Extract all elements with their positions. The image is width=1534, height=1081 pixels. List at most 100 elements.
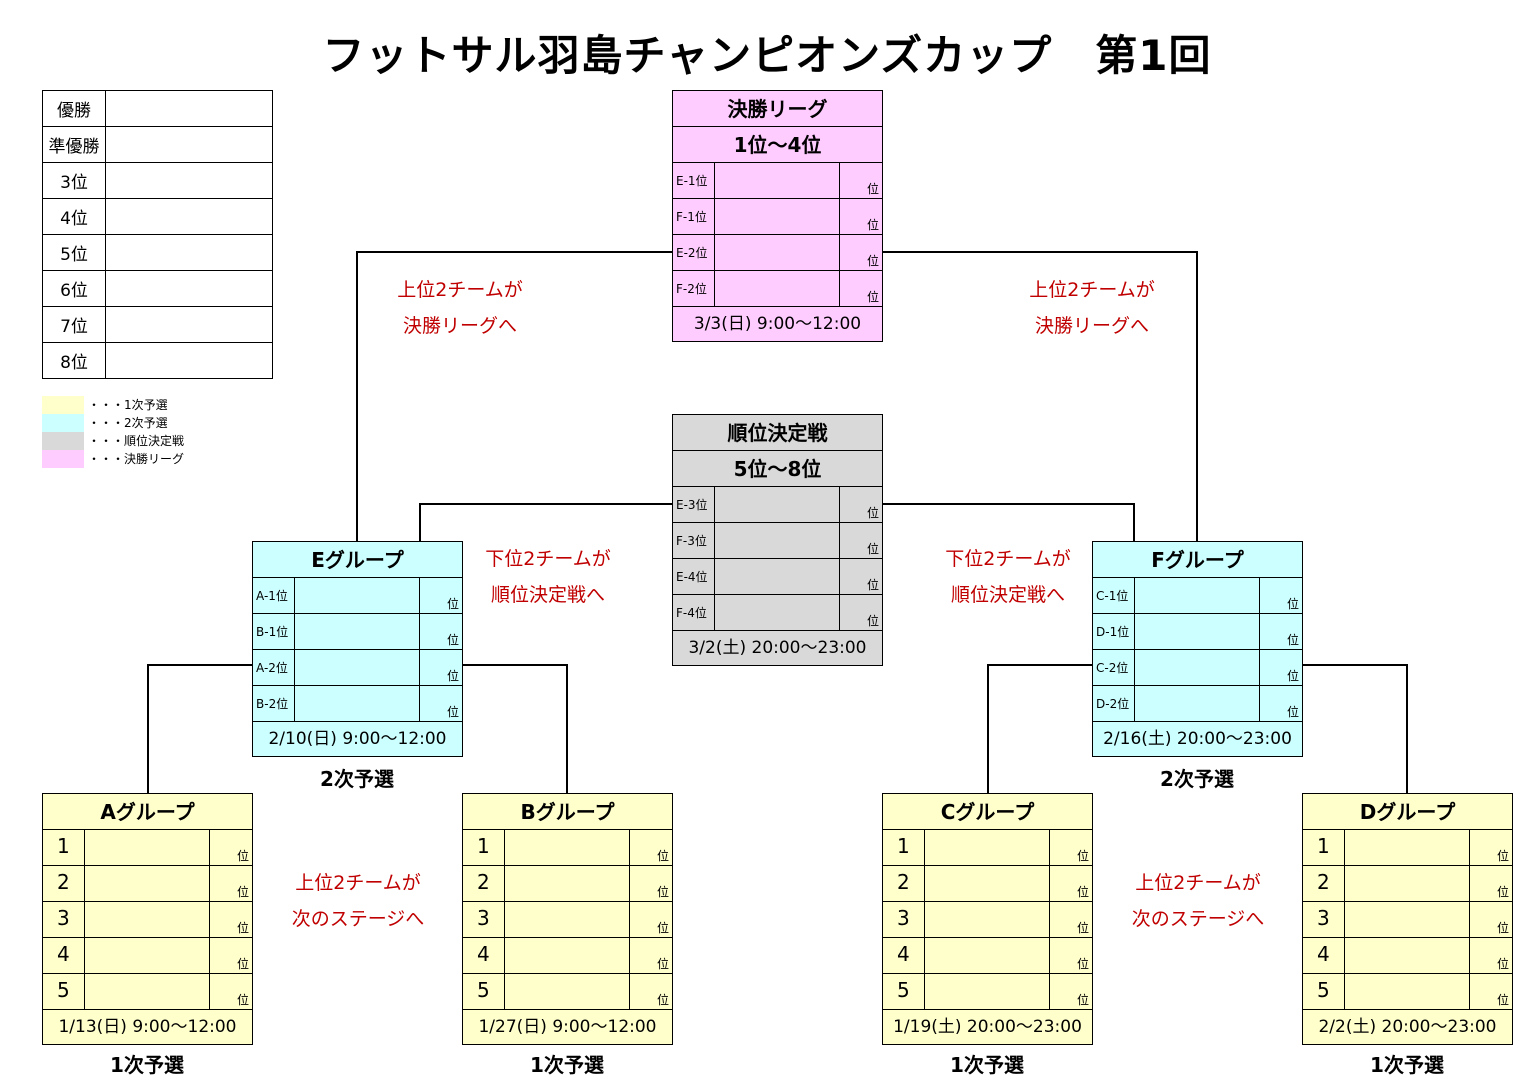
slot-label: 5 [1303,974,1345,1009]
rank-cell[interactable]: 位 [420,578,462,613]
rank-cell[interactable]: 位 [840,163,882,198]
team-name-cell[interactable] [505,830,630,865]
rank-cell[interactable]: 位 [840,559,882,594]
line-placement-right [883,503,1135,541]
rank-cell[interactable]: 位 [630,938,672,973]
rank-cell[interactable]: 位 [1050,830,1092,865]
rank-cell[interactable]: 位 [210,974,252,1009]
rank-suffix: 位 [656,885,669,899]
team-name-cell[interactable] [505,866,630,901]
rank-cell[interactable]: 位 [630,902,672,937]
slot-label: 1 [463,830,505,865]
ranking-row: 7位 [42,306,273,343]
team-name-cell[interactable] [85,902,210,937]
team-name-cell[interactable] [1345,974,1470,1009]
rank-cell[interactable]: 位 [840,235,882,270]
rank-cell[interactable]: 位 [1470,974,1512,1009]
rank-cell[interactable]: 位 [1260,686,1302,721]
rank-cell[interactable]: 位 [840,271,882,306]
rank-cell[interactable]: 位 [840,595,882,630]
rank-cell[interactable]: 位 [1050,866,1092,901]
team-name-cell[interactable] [295,578,420,613]
rank-cell[interactable]: 位 [420,650,462,685]
team-name-cell[interactable] [715,487,840,522]
rank-cell[interactable]: 位 [630,830,672,865]
slot-label-text: F-3位 [676,534,707,548]
team-name-cell[interactable] [1135,650,1260,685]
rank-cell[interactable]: 位 [210,938,252,973]
team-name-cell[interactable] [295,650,420,685]
rank-cell[interactable]: 位 [1260,614,1302,649]
team-name-cell[interactable] [1135,686,1260,721]
team-name-cell[interactable] [1345,830,1470,865]
rank-cell[interactable]: 位 [210,866,252,901]
ranking-team-cell[interactable] [105,306,273,343]
ranking-team-cell[interactable] [105,342,273,379]
rank-cell[interactable]: 位 [840,199,882,234]
team-name-cell[interactable] [715,235,840,270]
slot-label: 4 [43,938,85,973]
team-name-cell[interactable] [925,902,1050,937]
team-name-cell[interactable] [1135,578,1260,613]
rank-cell[interactable]: 位 [210,902,252,937]
ranking-row: 優勝 [42,90,273,127]
rank-cell[interactable]: 位 [420,614,462,649]
rank-cell[interactable]: 位 [1050,974,1092,1009]
slot-label: A-2位 [253,650,295,685]
team-name-cell[interactable] [925,938,1050,973]
rank-cell[interactable]: 位 [1470,866,1512,901]
team-name-cell[interactable] [85,866,210,901]
rank-cell[interactable]: 位 [420,686,462,721]
line-f-left [987,664,1092,793]
ranking-team-cell[interactable] [105,234,273,271]
team-name-cell[interactable] [85,938,210,973]
team-name-cell[interactable] [715,199,840,234]
rank-cell[interactable]: 位 [630,866,672,901]
team-name-cell[interactable] [505,974,630,1009]
team-name-cell[interactable] [715,163,840,198]
slot-label-text: 3 [477,906,490,930]
team-name-cell[interactable] [1345,902,1470,937]
team-name-cell[interactable] [85,974,210,1009]
rank-cell[interactable]: 位 [1050,938,1092,973]
rank-cell[interactable]: 位 [1050,902,1092,937]
slot-label-text: 2 [477,870,490,894]
rank-cell[interactable]: 位 [1470,938,1512,973]
slot-label: 2 [1303,866,1345,901]
rank-suffix: 位 [1496,885,1509,899]
ranking-row: 6位 [42,270,273,307]
slot-row: D-2位位 [1093,686,1302,722]
rank-suffix: 位 [446,669,459,683]
team-name-cell[interactable] [715,523,840,558]
team-name-cell[interactable] [715,271,840,306]
stage-label-e: 2次予選 [320,767,394,791]
team-name-cell[interactable] [1345,866,1470,901]
team-name-cell[interactable] [925,974,1050,1009]
rank-cell[interactable]: 位 [630,974,672,1009]
team-name-cell[interactable] [1345,938,1470,973]
rank-cell[interactable]: 位 [210,830,252,865]
team-name-cell[interactable] [85,830,210,865]
rank-cell[interactable]: 位 [1260,650,1302,685]
rank-cell[interactable]: 位 [1260,578,1302,613]
team-name-cell[interactable] [295,614,420,649]
team-name-cell[interactable] [715,595,840,630]
team-name-cell[interactable] [925,866,1050,901]
team-name-cell[interactable] [1135,614,1260,649]
team-name-cell[interactable] [715,559,840,594]
rank-cell[interactable]: 位 [840,523,882,558]
team-name-cell[interactable] [505,938,630,973]
team-name-cell[interactable] [505,902,630,937]
rank-cell[interactable]: 位 [840,487,882,522]
team-name-cell[interactable] [295,686,420,721]
slot-row: E-2位位 [673,235,882,271]
box-title: Bグループ [463,794,672,830]
ranking-team-cell[interactable] [105,270,273,307]
rank-cell[interactable]: 位 [1470,830,1512,865]
rank-cell[interactable]: 位 [1470,902,1512,937]
team-name-cell[interactable] [925,830,1050,865]
